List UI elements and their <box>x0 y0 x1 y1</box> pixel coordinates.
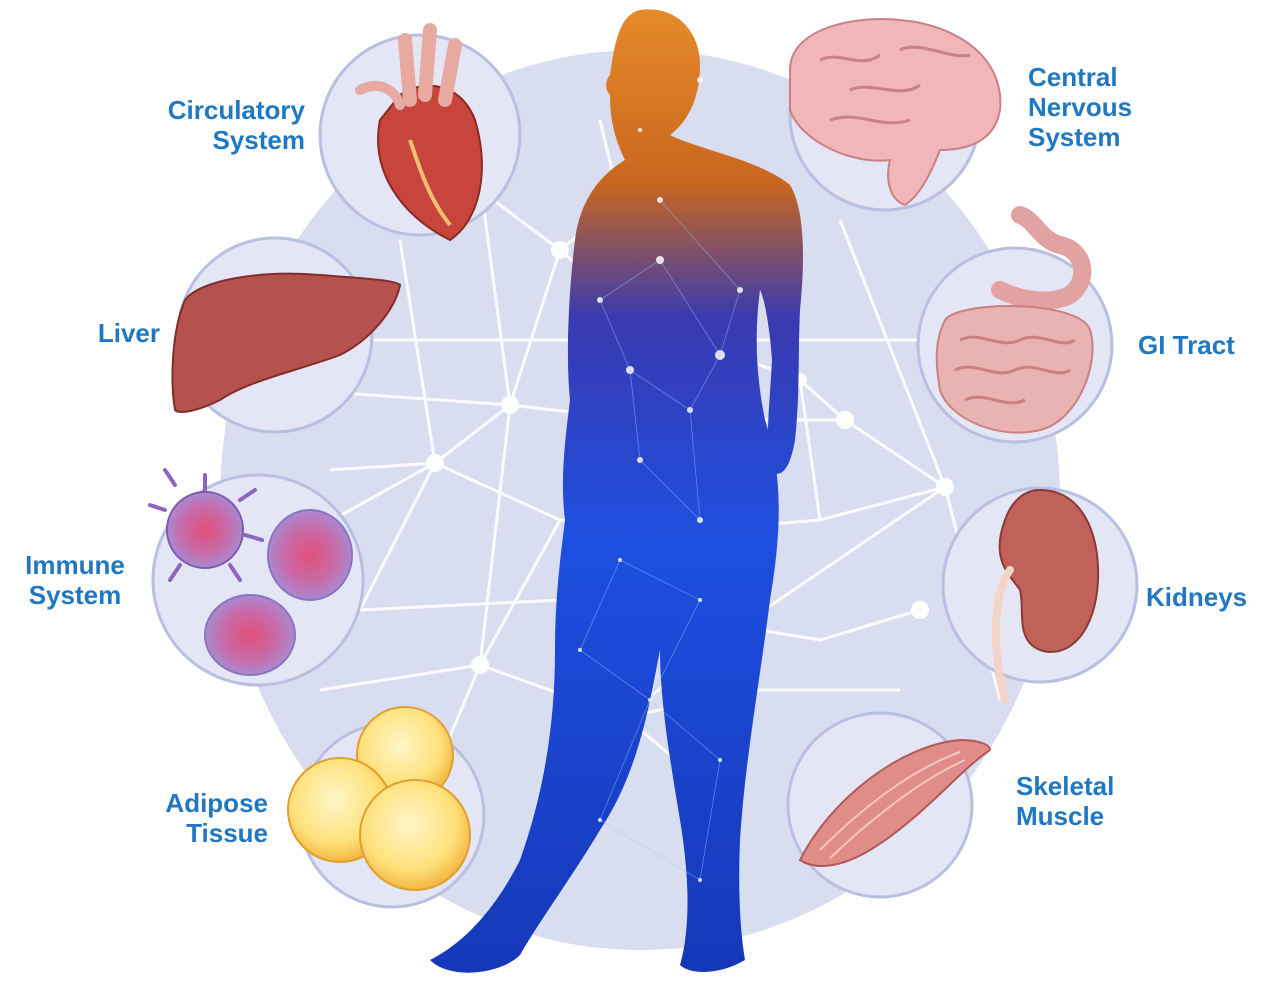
label-immune-system: Immune System <box>10 550 140 610</box>
circulatory-system-node <box>320 30 520 240</box>
label-adipose-tissue: Adipose Tissue <box>140 788 268 848</box>
label-circulatory-system: Circulatory System <box>140 95 305 155</box>
label-skeletal-muscle: Skeletal Muscle <box>1016 771 1146 831</box>
label-gi-tract: GI Tract <box>1138 330 1268 360</box>
label-central-nervous-system: Central Nervous System <box>1028 62 1168 152</box>
label-liver: Liver <box>60 318 160 348</box>
label-kidneys: Kidneys <box>1146 582 1271 612</box>
skeletal-muscle-node <box>788 713 990 897</box>
central-nervous-system-node <box>790 19 1000 210</box>
